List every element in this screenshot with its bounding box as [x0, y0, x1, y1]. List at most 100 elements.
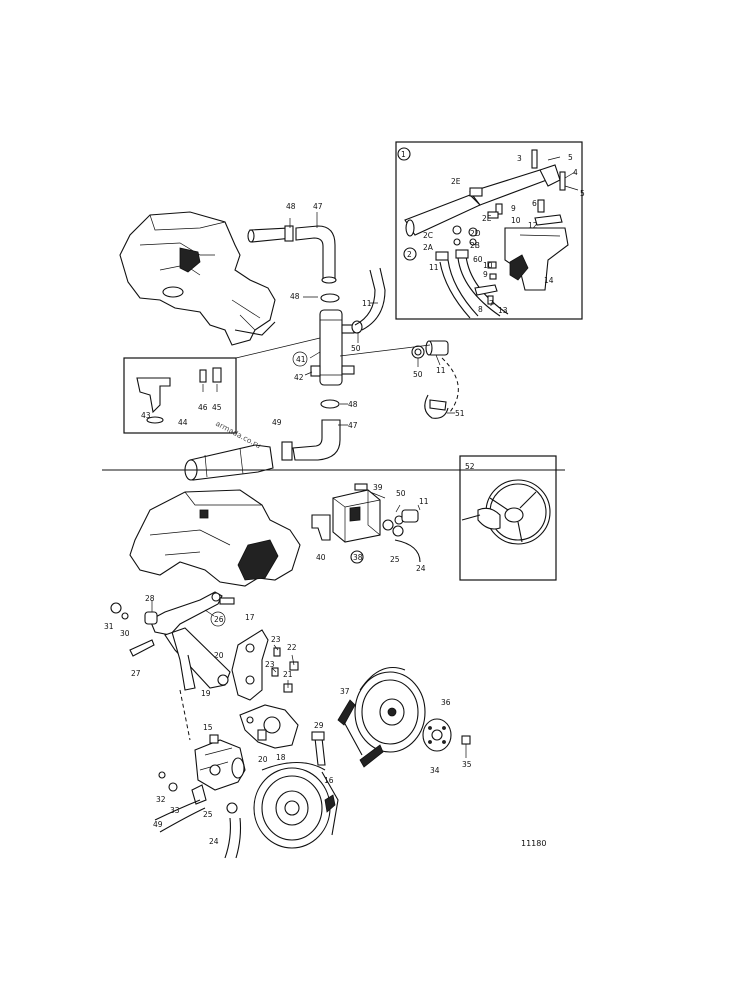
pulley-16	[253, 762, 339, 849]
hose-clip-51	[424, 357, 459, 419]
label-23: 23	[265, 660, 275, 669]
label-37: 37	[340, 687, 350, 696]
label-38: 38	[353, 553, 363, 562]
inset-label-2: 2	[407, 250, 412, 259]
label-5: 5	[568, 153, 573, 162]
label-28: 28	[145, 594, 155, 603]
label-17: 17	[245, 613, 255, 622]
label-48: 48	[290, 292, 300, 301]
label-11: 11	[436, 366, 446, 375]
hoses-lower	[154, 799, 242, 859]
label-25: 25	[203, 810, 213, 819]
label-2a: 2A	[423, 243, 434, 252]
label-50: 50	[351, 344, 361, 353]
label-48: 48	[348, 400, 358, 409]
label-47: 47	[313, 202, 323, 211]
label-2b: 2B	[470, 241, 480, 250]
label-50: 50	[396, 489, 406, 498]
steering-wheel-inset	[459, 455, 557, 581]
pump-bracket-18	[239, 704, 326, 766]
label-3: 3	[517, 154, 522, 163]
label-5: 5	[580, 189, 585, 198]
label-36: 36	[441, 698, 451, 707]
label-13: 13	[498, 306, 508, 315]
label-11: 11	[419, 497, 429, 506]
reservoir-38	[311, 483, 421, 564]
label-circles	[210, 351, 308, 627]
label-10: 10	[511, 216, 521, 225]
muffler	[184, 444, 274, 481]
engine-block-middle	[129, 489, 301, 587]
label-39: 39	[373, 483, 383, 492]
label-2c: 2C	[423, 231, 433, 240]
label-4: 4	[573, 168, 578, 177]
steering-cylinder-inset	[395, 141, 583, 320]
drawing-code: 11180	[521, 839, 546, 848]
label-24: 24	[209, 837, 219, 846]
hose-47-lower	[281, 419, 341, 461]
label-19: 19	[201, 689, 211, 698]
label-47: 47	[348, 421, 358, 430]
label-49: 49	[153, 820, 163, 829]
label-8: 8	[478, 305, 483, 314]
label-9: 9	[511, 204, 516, 213]
label-2e: 2E	[482, 214, 492, 223]
power-steering-pump-15	[158, 734, 246, 814]
label-21: 21	[283, 670, 293, 679]
label-46: 46	[198, 403, 208, 412]
watermark: armada.co.ru	[214, 419, 263, 451]
bracket-inset-box	[123, 337, 321, 434]
label-60: 60	[473, 255, 483, 264]
label-42: 42	[294, 373, 304, 382]
label-11: 11	[429, 263, 439, 272]
label-18: 18	[276, 753, 286, 762]
label-29: 29	[314, 721, 324, 730]
label-16: 16	[324, 776, 334, 785]
label-10: 10	[483, 261, 493, 270]
label-20: 20	[258, 755, 268, 764]
label-2d: 2D	[470, 229, 481, 238]
label-2e: 2E	[451, 177, 461, 186]
label-6: 6	[532, 199, 537, 208]
label-23: 23	[271, 635, 281, 644]
label-49: 49	[272, 418, 282, 427]
label-12: 12	[528, 221, 538, 230]
label-30: 30	[120, 629, 130, 638]
hose-47-upper	[247, 225, 337, 284]
pump-bracket-17	[231, 629, 299, 701]
label-51: 51	[455, 409, 465, 418]
label-15: 15	[203, 723, 213, 732]
callout-labels: 48 47 48 11 50 41 42 50 11 48 47 51 43 4…	[104, 150, 585, 848]
label-11: 11	[362, 299, 372, 308]
exhaust-connection-tube	[310, 293, 363, 409]
label-43: 43	[141, 411, 151, 420]
inset-label-1: 1	[401, 150, 406, 159]
label-48: 48	[286, 202, 296, 211]
label-20: 20	[214, 651, 224, 660]
label-50: 50	[413, 370, 423, 379]
label-9: 9	[483, 270, 488, 279]
label-41: 41	[296, 355, 306, 364]
label-24: 24	[416, 564, 426, 573]
label-40: 40	[316, 553, 326, 562]
label-26: 26	[214, 615, 224, 624]
label-32: 32	[156, 795, 166, 804]
label-25: 25	[390, 555, 400, 564]
pulley-36-belt-37	[337, 666, 471, 768]
label-22: 22	[287, 643, 297, 652]
adjusting-link-19	[129, 627, 231, 741]
leader-lines-top	[289, 212, 455, 426]
label-44: 44	[178, 418, 188, 427]
label-27: 27	[131, 669, 141, 678]
engine-block-top	[119, 211, 276, 346]
label-33: 33	[170, 806, 180, 815]
label-34: 34	[430, 766, 440, 775]
hose-11-upper	[354, 267, 386, 331]
label-52: 52	[465, 462, 475, 471]
tension-arm-26	[110, 591, 235, 636]
label-35: 35	[462, 760, 472, 769]
label-7: 7	[489, 299, 494, 308]
label-14: 14	[544, 276, 554, 285]
label-31: 31	[104, 622, 114, 631]
